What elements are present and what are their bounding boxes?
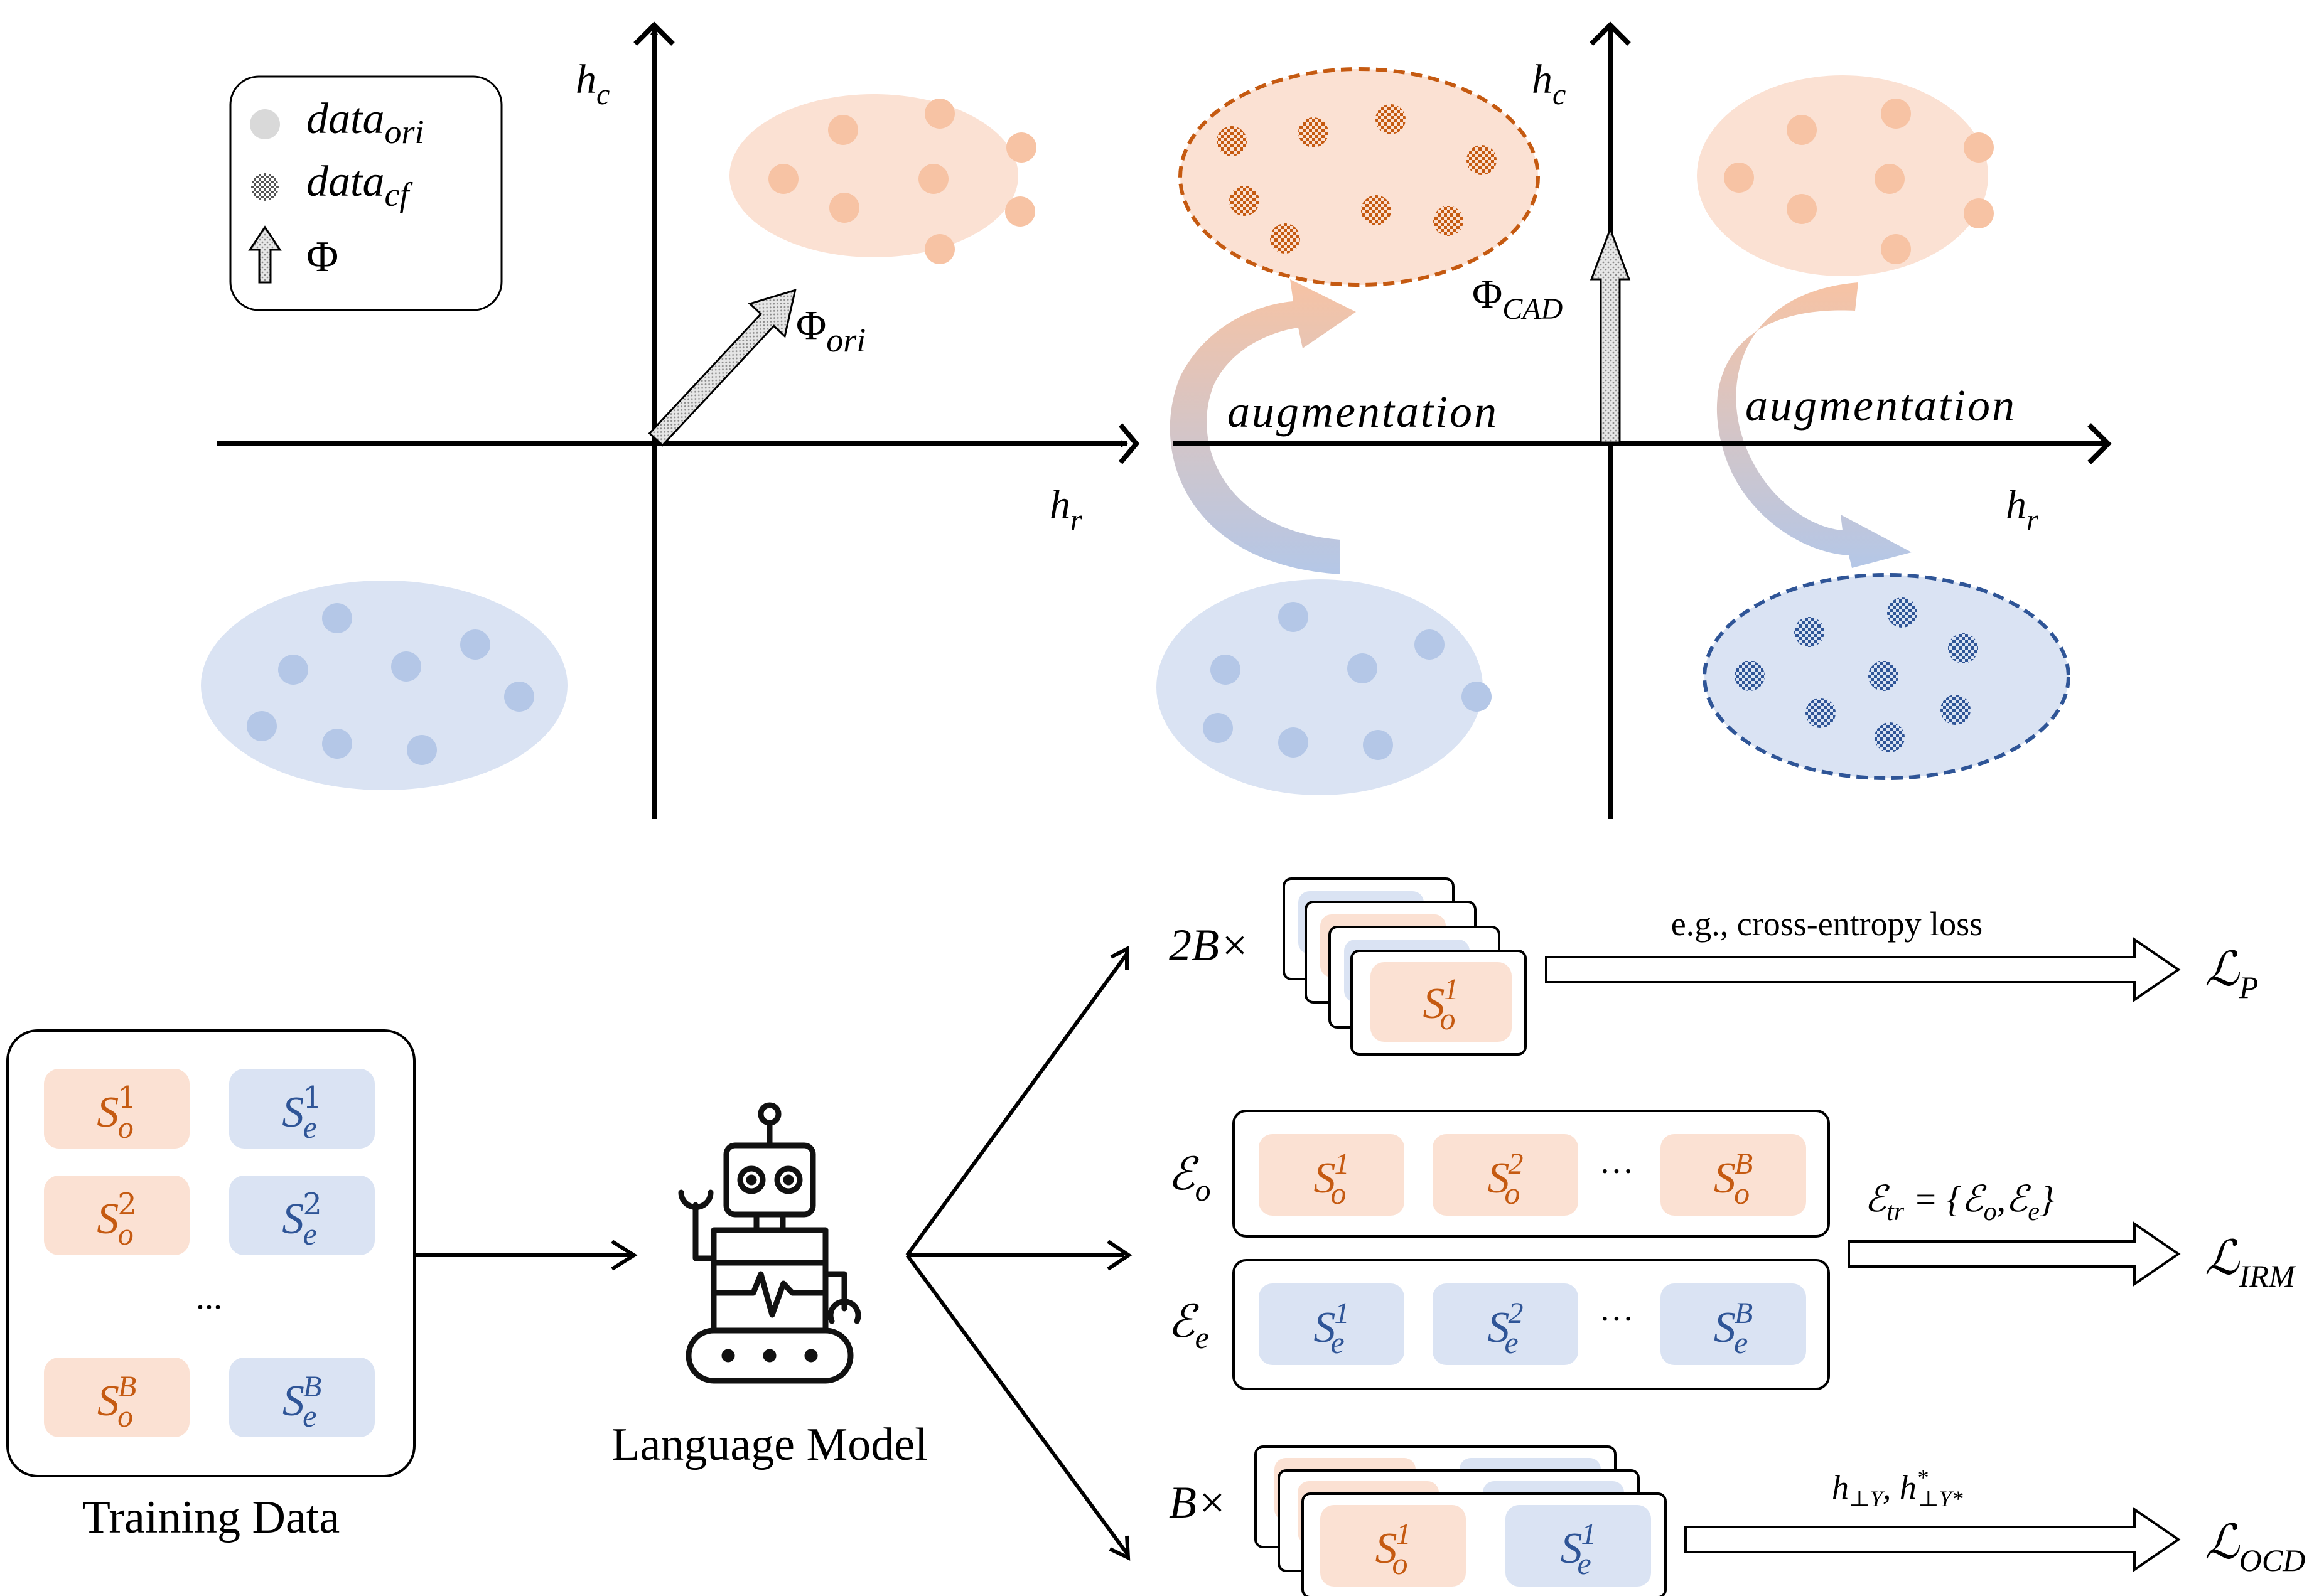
left-plot: hc hr Φori dataori datacf Φ — [201, 21, 1140, 819]
svg-text:S2o: S2o — [1488, 1147, 1524, 1211]
legend-ori-marker — [250, 109, 280, 139]
right-cf-orange-cluster — [1178, 67, 1540, 287]
right-hc-label: hc — [1532, 56, 1566, 111]
loss-ocd: ℒOCD — [2205, 1516, 2305, 1578]
training-data-label: Training Data — [82, 1492, 340, 1543]
svg-text:SBo: SBo — [97, 1370, 136, 1433]
left-orange-cluster — [729, 94, 1018, 257]
svg-text:S1o: S1o — [1423, 973, 1459, 1036]
legend-phi-icon — [248, 225, 282, 284]
right-hr-label: hr — [2006, 482, 2038, 537]
right-blue-dots — [1203, 602, 1492, 760]
legend-box — [229, 75, 503, 311]
branch-irm-arrow-label: ℰtr = {ℰo,ℰe} — [1864, 1179, 2054, 1226]
right-blue-cluster — [1156, 579, 1483, 795]
augmentation-label-left: augmentation — [1227, 387, 1498, 437]
legend-cf-label: datacf — [306, 158, 413, 213]
right-cf-blue-dots — [1735, 597, 1978, 752]
right-plot: hc hr ΦCAD augmentation augmentation — [1156, 21, 2112, 819]
svg-text:S1e: S1e — [282, 1080, 322, 1145]
phi-cad-label: ΦCAD — [1472, 271, 1563, 326]
branch-ocd-arrow — [1684, 1507, 2181, 1572]
env-o-label: ℰo — [1168, 1149, 1211, 1208]
branch-p-arrow-label: e.g., cross-entropy loss — [1671, 905, 1983, 943]
phi-ori-label: Φori — [796, 303, 866, 359]
env-e-ellipsis: ··· — [1599, 1300, 1634, 1339]
robot-icon — [678, 1102, 861, 1384]
legend-cf-marker — [251, 173, 279, 201]
env-o-ellipsis: ··· — [1599, 1152, 1634, 1191]
svg-text:S1o: S1o — [1314, 1147, 1350, 1211]
right-orange-dots — [1724, 99, 1994, 264]
legend-phi-label: Φ — [306, 233, 338, 281]
language-model-label: Language Model — [611, 1419, 927, 1470]
fanout-arrows — [905, 946, 1133, 1561]
augmentation-arrow-left — [1170, 279, 1356, 574]
svg-text:S1e: S1e — [1561, 1518, 1596, 1581]
svg-text:S1e: S1e — [1314, 1297, 1350, 1360]
svg-text:S2e: S2e — [282, 1187, 322, 1251]
svg-text:S1o: S1o — [97, 1080, 137, 1145]
training-ellipsis: ... — [196, 1278, 222, 1317]
augmentation-arrow-right — [1716, 282, 1912, 568]
svg-text:SBo: SBo — [1714, 1147, 1753, 1211]
svg-text:S2o: S2o — [97, 1187, 137, 1251]
augmentation-label-right: augmentation — [1745, 380, 2016, 431]
left-orange-dots — [768, 99, 1036, 264]
env-e-label: ℰe — [1168, 1297, 1209, 1355]
loss-p: ℒP — [2205, 943, 2258, 1005]
legend-ori-label: dataori — [306, 95, 424, 151]
left-hc-label: hc — [576, 56, 610, 111]
right-orange-cluster — [1697, 75, 1988, 276]
svg-text:S2e: S2e — [1488, 1297, 1524, 1360]
left-blue-dots — [247, 603, 534, 765]
right-cf-orange-dots — [1217, 104, 1497, 254]
svg-text:S1o: S1o — [1375, 1518, 1411, 1581]
svg-text:SBe: SBe — [282, 1370, 321, 1433]
branch-p-multiplier: 2B× — [1169, 920, 1250, 970]
branch-ocd-arrow-label: h⊥Y, h*⊥Y* — [1832, 1465, 1963, 1511]
phi-cad-arrow — [1590, 226, 1631, 444]
left-hr-label: hr — [1050, 482, 1082, 537]
branch-p-arrow — [1545, 937, 2181, 1002]
phi-ori-arrow — [648, 289, 797, 447]
branch-ocd-multiplier: B× — [1169, 1477, 1227, 1528]
loss-irm: ℒIRM — [2205, 1232, 2296, 1293]
svg-text:SBe: SBe — [1714, 1297, 1753, 1360]
branch-irm-arrow — [1848, 1221, 2181, 1287]
